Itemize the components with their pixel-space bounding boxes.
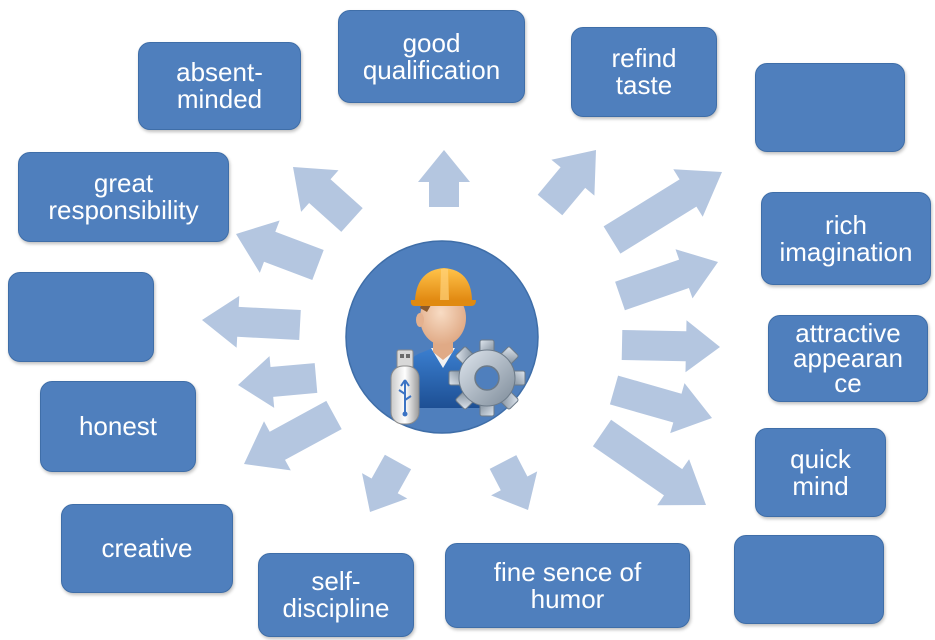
box-label: creative (101, 533, 193, 563)
box-fine-sence-of-humor: fine sence of humor (445, 543, 690, 628)
arrow-blank-left (202, 295, 301, 348)
arrow-rich-imagination (615, 249, 718, 311)
box-good-qualification: good qualification (338, 10, 525, 103)
box-label: good qualification (362, 27, 501, 85)
arrow-great-responsibility (236, 220, 324, 280)
box-label: attractive appearan ce (793, 318, 903, 398)
arrow-top-right (603, 169, 722, 254)
box-label: honest (78, 411, 158, 441)
gear-icon (448, 339, 526, 417)
box-honest: honest (40, 381, 196, 472)
arrow-good-qualification (418, 150, 470, 207)
usb-drive-icon (390, 349, 420, 425)
box-label: absent- minded (176, 57, 263, 114)
box-absent-minded: absent- minded (138, 42, 301, 130)
center-circle (345, 240, 539, 434)
arrow-honest (238, 356, 318, 408)
arrow-absent-minded (293, 167, 363, 232)
box-label: great responsibility (48, 168, 199, 225)
box-blank-bottom-right (734, 535, 884, 624)
box-self-discipline: self- discipline (258, 553, 414, 637)
box-label: quick mind (790, 443, 851, 501)
arrow-quick-mind (609, 375, 712, 434)
box-label: self- discipline (282, 566, 390, 623)
box-creative: creative (61, 504, 233, 593)
arrow-refind-taste (537, 150, 596, 216)
box-label: refind taste (611, 43, 677, 100)
box-label: rich imagination (779, 209, 913, 267)
box-great-responsibility: great responsibility (18, 152, 229, 242)
arrow-self-discipline (362, 454, 412, 512)
arrow-fine-sence-of-humor (489, 455, 538, 510)
arrow-creative (244, 400, 342, 471)
box-blank-left (8, 272, 154, 362)
box-attractive-appearance: attractive appearan ce (768, 315, 928, 402)
box-refind-taste: refind taste (571, 27, 717, 117)
box-rich-imagination: rich imagination (761, 192, 931, 285)
arrow-bottom-right (592, 419, 706, 506)
box-label: fine sence of humor (493, 556, 642, 614)
box-blank-top-right (755, 63, 905, 152)
box-quick-mind: quick mind (755, 428, 886, 517)
arrow-attractive-appearance (621, 320, 720, 373)
